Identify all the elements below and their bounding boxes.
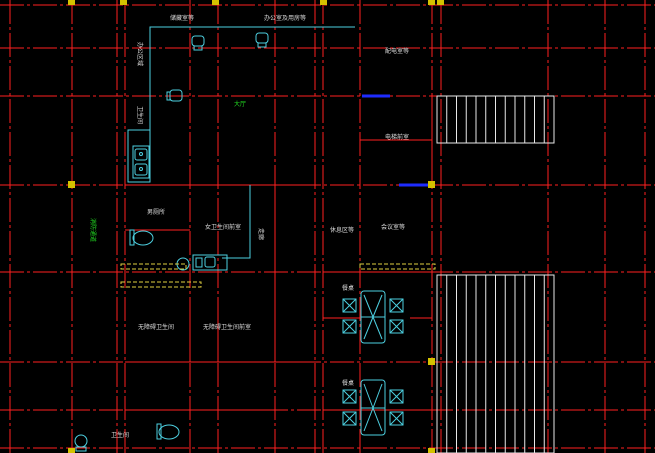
room-label: 卫生间 bbox=[136, 106, 144, 124]
toilet-icon bbox=[156, 423, 180, 440]
room-label: 办公室及用房等 bbox=[264, 14, 306, 22]
room-label: 电梯前室 bbox=[385, 133, 409, 141]
stair-upper bbox=[436, 95, 555, 144]
chair-icon bbox=[255, 32, 269, 48]
room-label: 配电室等 bbox=[385, 47, 409, 55]
chair-icon bbox=[191, 35, 205, 51]
room-label: 会议室等 bbox=[381, 223, 405, 231]
room-label: 餐桌 bbox=[342, 284, 354, 292]
dining-set-2 bbox=[342, 379, 404, 436]
room-label: 走廊 bbox=[257, 228, 265, 240]
toilet-icon bbox=[74, 434, 88, 452]
room-label: 消防通道 bbox=[89, 218, 97, 242]
toilet-icon bbox=[129, 229, 154, 246]
chair-icon bbox=[166, 89, 183, 102]
room-label: 无障碍卫生间前室 bbox=[203, 323, 251, 331]
room-label: 女卫生间前室 bbox=[205, 223, 241, 231]
room-label: 无障碍卫生间 bbox=[138, 323, 174, 331]
room-label: 办公区域 bbox=[136, 42, 144, 66]
room-label: 休息区等 bbox=[330, 226, 354, 234]
sink-icon bbox=[132, 145, 150, 179]
partition-lines bbox=[125, 96, 433, 411]
room-label: 男厕所 bbox=[147, 208, 165, 216]
washbasin-icon bbox=[176, 254, 228, 271]
room-label: 卫生间 bbox=[111, 431, 129, 439]
room-label: 大厅 bbox=[234, 100, 246, 108]
room-label: 储藏室等 bbox=[170, 14, 194, 22]
dining-set-1 bbox=[342, 290, 404, 344]
counter-outline bbox=[127, 26, 355, 259]
stair-lower bbox=[436, 274, 555, 453]
columns bbox=[68, 0, 444, 453]
room-labels: 储藏室等 办公室及用房等 办公区域 卫生间 大厅 配电室等 电梯前室 男厕所 女… bbox=[89, 14, 409, 439]
door-hatch bbox=[120, 263, 436, 288]
window-marks bbox=[362, 94, 428, 187]
room-label: 餐桌 bbox=[342, 379, 354, 387]
